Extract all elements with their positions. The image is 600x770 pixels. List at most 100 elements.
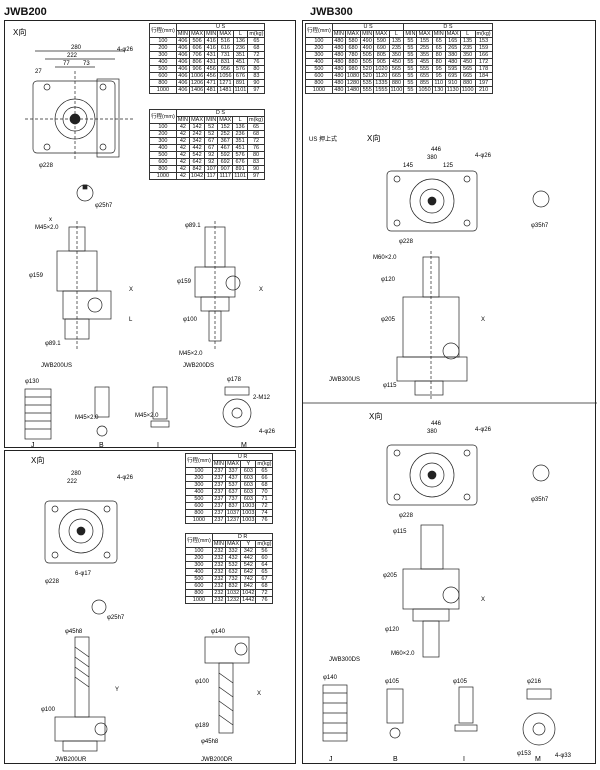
table-cell: 1006 bbox=[188, 72, 206, 80]
table-header-cell: MAX bbox=[224, 460, 242, 468]
table-header-cell: U S bbox=[331, 23, 405, 31]
table-header-cell: MAX bbox=[217, 116, 234, 124]
table-header-cell: MIN bbox=[360, 30, 375, 38]
table-cell: 232 bbox=[211, 589, 226, 597]
table-cell: 56 bbox=[255, 547, 274, 555]
table-cell: 695 bbox=[444, 72, 461, 80]
table-cell: 480 bbox=[331, 58, 346, 66]
x-view-300-b: X向 bbox=[369, 411, 382, 421]
table-cell: 590 bbox=[373, 37, 390, 45]
jwb200-top-view bbox=[25, 50, 135, 161]
table-cell: 52 bbox=[204, 123, 219, 131]
ur-phi228: φ228 bbox=[45, 579, 60, 585]
table-cell: 100 bbox=[185, 467, 213, 475]
dr-phi189: φ189 bbox=[195, 723, 210, 729]
table-cell: 406 bbox=[175, 65, 190, 73]
table-cell: 737 bbox=[224, 495, 242, 503]
table-cell: 337 bbox=[224, 467, 242, 475]
table-header-cell: m(kg) bbox=[474, 30, 493, 38]
table-cell: 135 bbox=[459, 37, 476, 45]
table-header-cell: L bbox=[232, 116, 249, 124]
table-cell: 67 bbox=[255, 575, 274, 583]
table-cell: 1237 bbox=[224, 516, 242, 524]
jwb200ur-elevation bbox=[54, 636, 108, 752]
table-cell: 1000 bbox=[149, 86, 177, 94]
table-cell: 665 bbox=[388, 72, 405, 80]
dim-222: 222 bbox=[67, 53, 78, 59]
table-cell: 232 bbox=[211, 554, 226, 562]
table-cell: 600 bbox=[185, 502, 213, 510]
phi115-300-ds: φ115 bbox=[393, 529, 407, 535]
table-cell: 837 bbox=[224, 502, 242, 510]
table-cell: 600 bbox=[185, 582, 213, 590]
table-cell: 490 bbox=[360, 44, 375, 52]
table-cell: 76 bbox=[247, 144, 266, 152]
ds-phi159: φ159 bbox=[177, 279, 192, 285]
table-cell: 55 bbox=[403, 44, 418, 52]
table-cell: 456 bbox=[204, 65, 219, 73]
table-header-cell: Y bbox=[240, 540, 257, 548]
table-cell: 184 bbox=[474, 72, 493, 80]
table-header-cell: U S bbox=[175, 23, 266, 31]
table-cell: 400 bbox=[149, 144, 177, 152]
table-header-cell: MIN bbox=[331, 30, 346, 38]
table-cell: 1101 bbox=[232, 86, 249, 94]
table-cell: 80 bbox=[247, 65, 266, 73]
table-cell: 232 bbox=[211, 596, 226, 604]
table-cell: 676 bbox=[232, 158, 249, 166]
table-cell: 616 bbox=[217, 44, 234, 52]
shaft-300-a bbox=[532, 190, 550, 208]
table-cell: 490 bbox=[360, 37, 375, 45]
table-cell: 1481 bbox=[217, 86, 234, 94]
table-cell: 55 bbox=[403, 58, 418, 66]
table-cell: 603 bbox=[240, 488, 257, 496]
table-cell: 68 bbox=[247, 130, 266, 138]
table-cell: 805 bbox=[373, 51, 390, 59]
table-cell: 480 bbox=[331, 86, 346, 94]
table-cell: 367 bbox=[217, 137, 234, 145]
jwb200dr-label: JWB200DR bbox=[201, 757, 233, 763]
table-cell: 592 bbox=[217, 151, 234, 159]
m300-phi216: φ216 bbox=[527, 679, 542, 685]
phi228-300-b: φ228 bbox=[399, 513, 414, 519]
jwb300-header: JWB300 bbox=[310, 6, 353, 18]
table-cell: 100 bbox=[305, 37, 333, 45]
table-cell: 90 bbox=[247, 165, 266, 173]
table-cell: 506 bbox=[188, 37, 206, 45]
table-cell: 72 bbox=[247, 51, 266, 59]
jwb300us-elevation bbox=[396, 251, 468, 401]
b-thread: M45×2.0 bbox=[75, 415, 99, 421]
table-cell: 159 bbox=[474, 44, 493, 52]
table-cell: 1000 bbox=[149, 172, 177, 180]
table-cell: 603 bbox=[240, 467, 257, 475]
table-header-cell: MIN bbox=[204, 116, 219, 124]
phi115-300-us: φ115 bbox=[383, 383, 397, 389]
table-header-cell: 行程(mm) bbox=[149, 109, 177, 124]
table-header-cell: L bbox=[459, 30, 476, 38]
table-cell: 520 bbox=[360, 65, 375, 73]
shaft-key-detail bbox=[76, 184, 94, 202]
table-cell: 595 bbox=[444, 65, 461, 73]
table-header-cell: MIN bbox=[204, 30, 219, 38]
table-header-cell: L bbox=[388, 30, 405, 38]
x-view-label: X向 bbox=[13, 27, 26, 37]
dr-phi45h8: φ45h8 bbox=[201, 739, 219, 745]
dim-446-b: 446 bbox=[431, 421, 442, 427]
table-cell: 806 bbox=[188, 58, 206, 66]
table-cell: 406 bbox=[175, 72, 190, 80]
